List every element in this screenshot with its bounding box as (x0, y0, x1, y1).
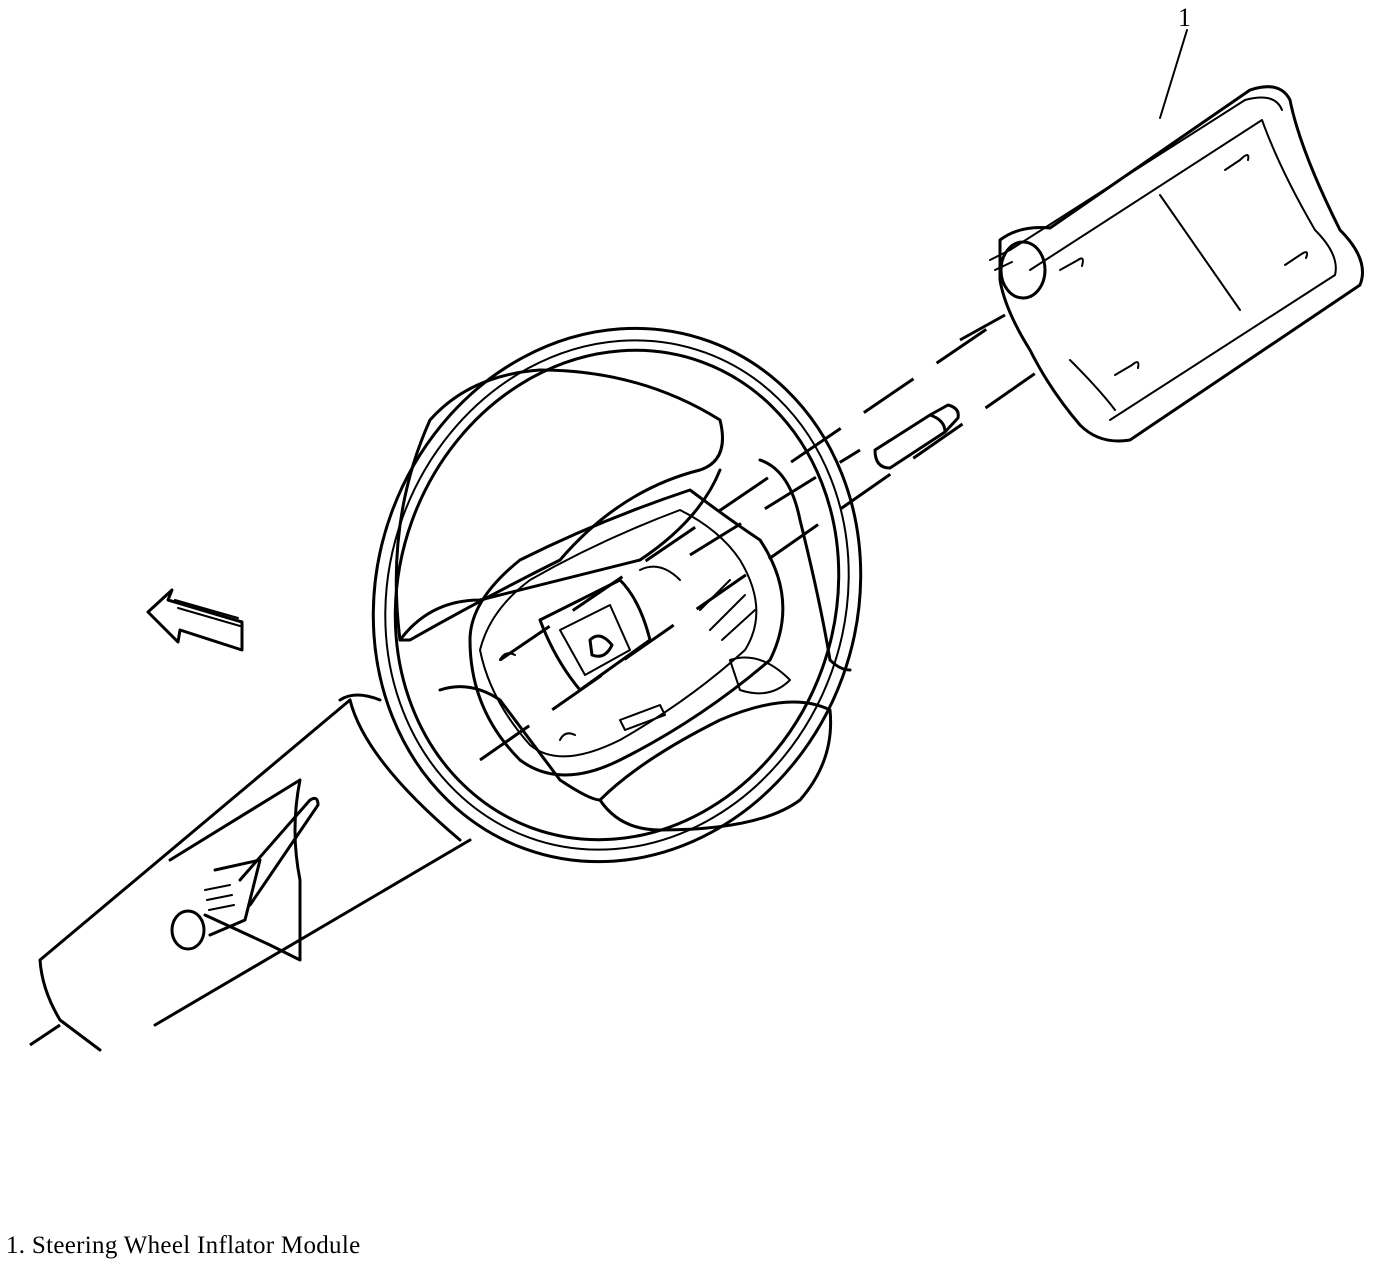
assembly-axis-lines (479, 313, 1041, 762)
steering-column (29, 693, 472, 1052)
legend-number: 1. (6, 1232, 26, 1259)
steering-wheel (371, 326, 863, 864)
direction-arrow (146, 588, 244, 652)
inflator-module (989, 85, 1364, 443)
connector-pin (873, 403, 960, 470)
callout-1: 1 (1159, 3, 1191, 119)
callout-number: 1 (1178, 3, 1191, 32)
legend-text: Steering Wheel Inflator Module (31, 1232, 361, 1259)
multifunction-lever (168, 778, 320, 962)
legend-item: 1. Steering Wheel Inflator Module (6, 1232, 361, 1260)
